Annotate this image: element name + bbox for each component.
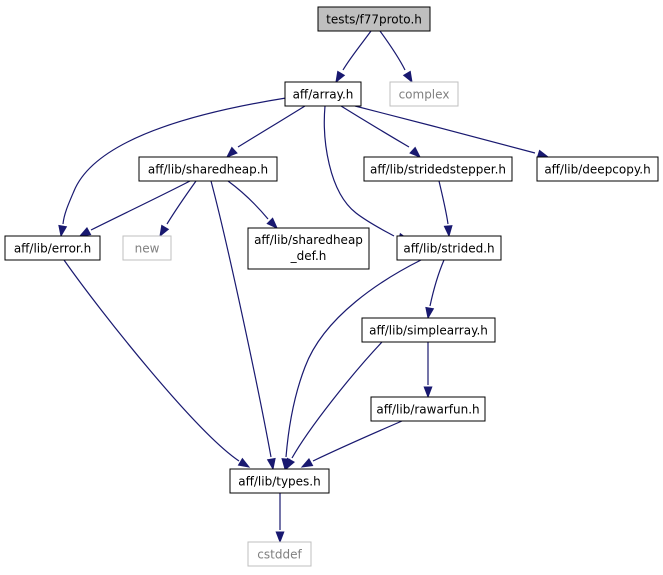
edge-arrowhead — [78, 226, 92, 237]
node-f77proto[interactable]: tests/f77proto.h — [317, 6, 431, 32]
edge-sharedheap-to-sharedheap_def — [227, 180, 278, 229]
edge-error-to-types — [63, 259, 251, 468]
edge-line — [379, 30, 406, 71]
edge-arrowhead — [300, 457, 314, 468]
node-label: aff/lib/rawarfun.h — [376, 403, 479, 417]
node-label: aff/lib/types.h — [238, 475, 320, 489]
node-box — [361, 317, 496, 343]
node-label: tests/f77proto.h — [326, 13, 422, 27]
node-complex[interactable]: complex — [389, 81, 459, 107]
node-strided[interactable]: aff/lib/strided.h — [396, 235, 502, 261]
node-rawarfun[interactable]: aff/lib/rawarfun.h — [370, 396, 486, 422]
edge-line — [340, 105, 410, 148]
edge-stridedstepper-to-strided — [438, 180, 453, 238]
edge-arrowhead — [402, 70, 413, 84]
edge-array-to-stridedstepper — [340, 105, 422, 158]
node-label: aff/lib/sharedheap — [254, 233, 363, 247]
edge-simplearray-to-rawarfun — [423, 342, 433, 399]
edge-line — [342, 30, 372, 71]
edge-line — [210, 180, 272, 458]
node-box — [363, 156, 513, 182]
edge-line — [166, 180, 197, 225]
edge-line — [354, 105, 536, 154]
node-sharedheap-def[interactable]: aff/lib/sharedheap _def.h — [247, 227, 370, 270]
node-box — [229, 468, 330, 494]
node-sharedheap[interactable]: aff/lib/sharedheap.h — [138, 156, 278, 182]
node-box — [122, 235, 172, 261]
node-box — [396, 235, 502, 261]
edge-array-to-sharedheap — [225, 105, 306, 158]
edge-sharedheap-to-error — [78, 180, 191, 237]
edge-arrowhead — [285, 457, 296, 471]
node-label-line2: _def.h — [290, 249, 327, 263]
node-label: aff/lib/deepcopy.h — [544, 163, 650, 177]
edge-arrowhead — [423, 386, 433, 399]
node-box — [536, 156, 659, 182]
edge-line — [291, 341, 383, 459]
node-cstddef[interactable]: cstddef — [247, 541, 312, 567]
edge-line — [429, 259, 445, 307]
node-label: aff/lib/simplearray.h — [369, 324, 488, 338]
node-label: new — [135, 242, 160, 256]
edge-rawarfun-to-types — [300, 420, 403, 468]
node-label: aff/lib/sharedheap.h — [148, 163, 268, 177]
edge-f77proto-to-array — [335, 30, 372, 84]
edge-line — [227, 180, 269, 220]
nodes-layer: tests/f77proto.h aff/array.h complex aff/li… — [4, 6, 659, 567]
edge-line — [62, 97, 287, 225]
edge-arrowhead — [58, 224, 68, 238]
node-box — [389, 81, 459, 107]
edge-arrowhead — [275, 531, 285, 544]
node-box — [247, 541, 312, 567]
node-label: complex — [399, 88, 450, 102]
edge-arrowhead — [266, 457, 276, 471]
edge-sharedheap-to-types — [210, 180, 276, 471]
edge-line — [285, 259, 422, 458]
edge-line — [438, 180, 449, 225]
edge-sharedheap-to-new — [159, 180, 197, 238]
node-box — [138, 156, 278, 182]
node-box — [317, 6, 431, 32]
node-box — [247, 227, 370, 270]
edge-arrowhead — [237, 457, 251, 468]
edge-strided-to-types — [281, 259, 422, 471]
node-box — [284, 81, 362, 107]
edge-arrowhead — [409, 146, 422, 158]
node-label: aff/lib/stridedstepper.h — [370, 163, 506, 177]
edge-line — [237, 105, 306, 148]
node-box — [370, 396, 486, 422]
edge-arrowhead — [159, 224, 170, 238]
edge-array-to-error — [58, 97, 287, 238]
node-simplearray[interactable]: aff/lib/simplearray.h — [361, 317, 496, 343]
node-new[interactable]: new — [122, 235, 172, 261]
node-stridedstepper[interactable]: aff/lib/stridedstepper.h — [363, 156, 513, 182]
edge-types-to-cstddef — [275, 493, 285, 544]
edge-arrowhead — [443, 225, 453, 238]
edge-line — [323, 105, 395, 237]
edge-arrowhead — [266, 217, 278, 229]
node-label: aff/lib/error.h — [14, 242, 91, 256]
edge-f77proto-to-complex — [379, 30, 413, 84]
edge-arrowhead — [335, 70, 346, 84]
node-label: aff/array.h — [293, 88, 354, 102]
node-label: aff/lib/strided.h — [403, 242, 494, 256]
edges-layer — [58, 30, 550, 544]
edge-line — [90, 180, 191, 231]
edge-line — [312, 420, 403, 462]
node-types[interactable]: aff/lib/types.h — [229, 468, 330, 494]
node-label: cstddef — [257, 548, 302, 562]
edge-arrowhead — [225, 146, 238, 158]
node-array[interactable]: aff/array.h — [284, 81, 362, 107]
node-error[interactable]: aff/lib/error.h — [4, 235, 101, 261]
edge-arrowhead — [425, 306, 435, 320]
node-box — [4, 235, 101, 261]
edge-strided-to-simplearray — [425, 259, 445, 320]
edge-line — [63, 259, 240, 462]
node-deepcopy[interactable]: aff/lib/deepcopy.h — [536, 156, 659, 182]
edge-simplearray-to-types — [285, 341, 383, 471]
